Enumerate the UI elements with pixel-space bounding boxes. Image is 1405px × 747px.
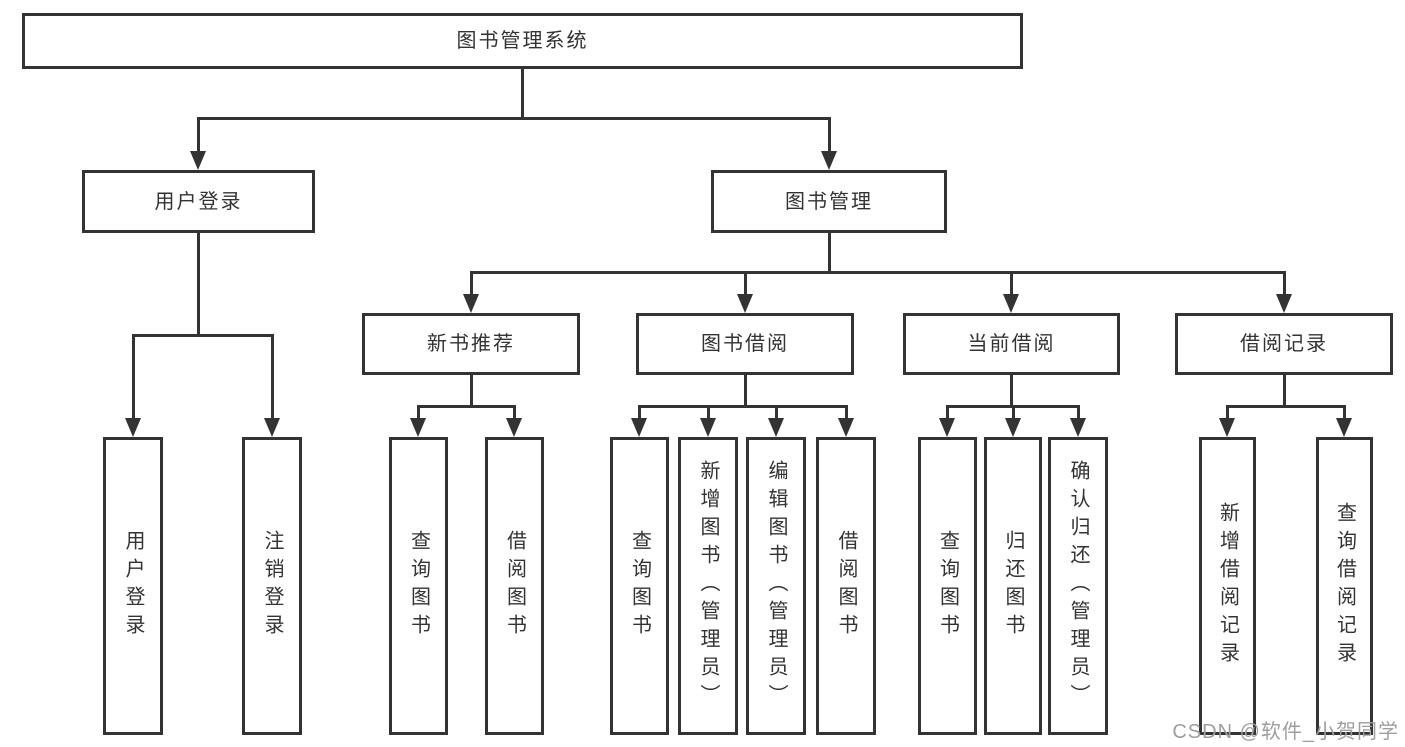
node-label-leaf-current-confirm: 确认归还（管理员） [1067,460,1089,712]
connector-line [774,406,778,421]
connector-line [196,116,831,120]
node-label-book-borrow: 图书借阅 [701,333,789,355]
connector-line [637,406,641,421]
node-leaf-records-add: 新增借阅记录 [1199,437,1256,735]
connector-line [1009,375,1013,408]
node-leaf-records-query: 查询借阅记录 [1316,437,1373,735]
connector-line [131,335,135,421]
connector-line [827,233,831,274]
node-leaf-current-return: 归还图书 [984,437,1042,735]
arrowhead-down-icon [1276,294,1292,313]
node-label-leaf-borrow-add: 新增图书（管理员） [697,460,719,712]
arrowhead-down-icon [125,418,141,437]
connector-line [1225,404,1346,408]
node-label-leaf-borrow-query: 查询图书 [628,530,651,642]
connector-line [637,404,848,408]
node-label-borrow-records: 借阅记录 [1240,333,1328,355]
connector-line [416,404,516,408]
arrowhead-down-icon [264,418,280,437]
connector-line [1342,406,1346,421]
node-leaf-recommend-query: 查询图书 [389,437,448,735]
arrowhead-down-icon [700,418,716,437]
watermark: CSDN @软件_小贺同学 [1172,721,1399,743]
connector-line [1282,375,1286,408]
arrowhead-down-icon [768,418,784,437]
arrowhead-down-icon [1005,418,1021,437]
node-label-root: 图书管理系统 [456,30,589,52]
arrowhead-down-icon [821,151,837,170]
connector-line [520,69,524,120]
node-label-leaf-current-query: 查询图书 [936,530,959,642]
node-leaf-current-confirm: 确认归还（管理员） [1048,437,1108,735]
arrowhead-down-icon [1003,294,1019,313]
arrowhead-down-icon [410,418,426,437]
node-label-current-borrow: 当前借阅 [967,333,1056,355]
connector-line [743,375,747,408]
connector-line [1009,272,1013,297]
connector-line [131,333,274,337]
node-label-leaf-records-query: 查询借阅记录 [1333,502,1356,670]
connector-line [416,406,420,421]
connector-line [469,270,1286,274]
node-leaf-logout: 注销登录 [242,437,302,735]
connector-line [1076,406,1080,421]
node-label-leaf-borrow-borrow: 借阅图书 [835,530,857,642]
node-label-new-book-recommend: 新书推荐 [427,333,515,355]
node-borrow-records: 借阅记录 [1175,313,1393,375]
connector-line [196,233,200,337]
node-label-leaf-current-return: 归还图书 [1002,530,1024,642]
node-leaf-borrow-borrow: 借阅图书 [816,437,876,735]
connector-line [512,406,516,421]
node-label-leaf-user-login: 用户登录 [122,530,144,642]
arrowhead-down-icon [1070,418,1086,437]
arrowhead-down-icon [1336,418,1352,437]
connector-line [743,272,747,297]
node-label-user-login-branch: 用户登录 [154,190,243,213]
node-leaf-borrow-query: 查询图书 [610,437,669,735]
arrowhead-down-icon [838,418,854,437]
node-label-leaf-logout: 注销登录 [261,530,283,642]
arrowhead-down-icon [506,418,522,437]
connector-line [196,118,200,154]
arrowhead-down-icon [737,294,753,313]
connector-line [270,335,274,421]
arrowhead-down-icon [631,418,647,437]
arrowhead-down-icon [939,418,955,437]
connector-line [1011,406,1015,421]
node-label-leaf-recommend-query: 查询图书 [407,530,430,642]
connector-line [469,272,473,297]
node-book-management: 图书管理 [711,170,947,233]
connector-line [706,406,710,421]
node-leaf-current-query: 查询图书 [918,437,977,735]
node-book-borrow: 图书借阅 [636,313,854,375]
node-leaf-recommend-borrow: 借阅图书 [485,437,544,735]
node-label-leaf-borrow-edit: 编辑图书（管理员） [765,460,787,712]
node-user-login-branch: 用户登录 [82,170,315,233]
connector-line [1282,272,1286,297]
node-leaf-borrow-add: 新增图书（管理员） [678,437,738,735]
connector-line [945,406,949,421]
node-label-leaf-recommend-borrow: 借阅图书 [503,530,526,642]
node-label-book-management: 图书管理 [785,190,873,213]
arrowhead-down-icon [1219,418,1235,437]
node-leaf-user-login: 用户登录 [103,437,163,735]
node-label-leaf-records-add: 新增借阅记录 [1216,502,1239,670]
node-root: 图书管理系统 [22,13,1023,69]
node-current-borrow: 当前借阅 [903,313,1120,375]
connector-line [1225,406,1229,421]
node-new-book-recommend: 新书推荐 [362,313,580,375]
connector-line [469,375,473,408]
arrowhead-down-icon [190,151,206,170]
connector-line [827,118,831,154]
node-leaf-borrow-edit: 编辑图书（管理员） [746,437,806,735]
connector-line [844,406,848,421]
arrowhead-down-icon [463,294,479,313]
